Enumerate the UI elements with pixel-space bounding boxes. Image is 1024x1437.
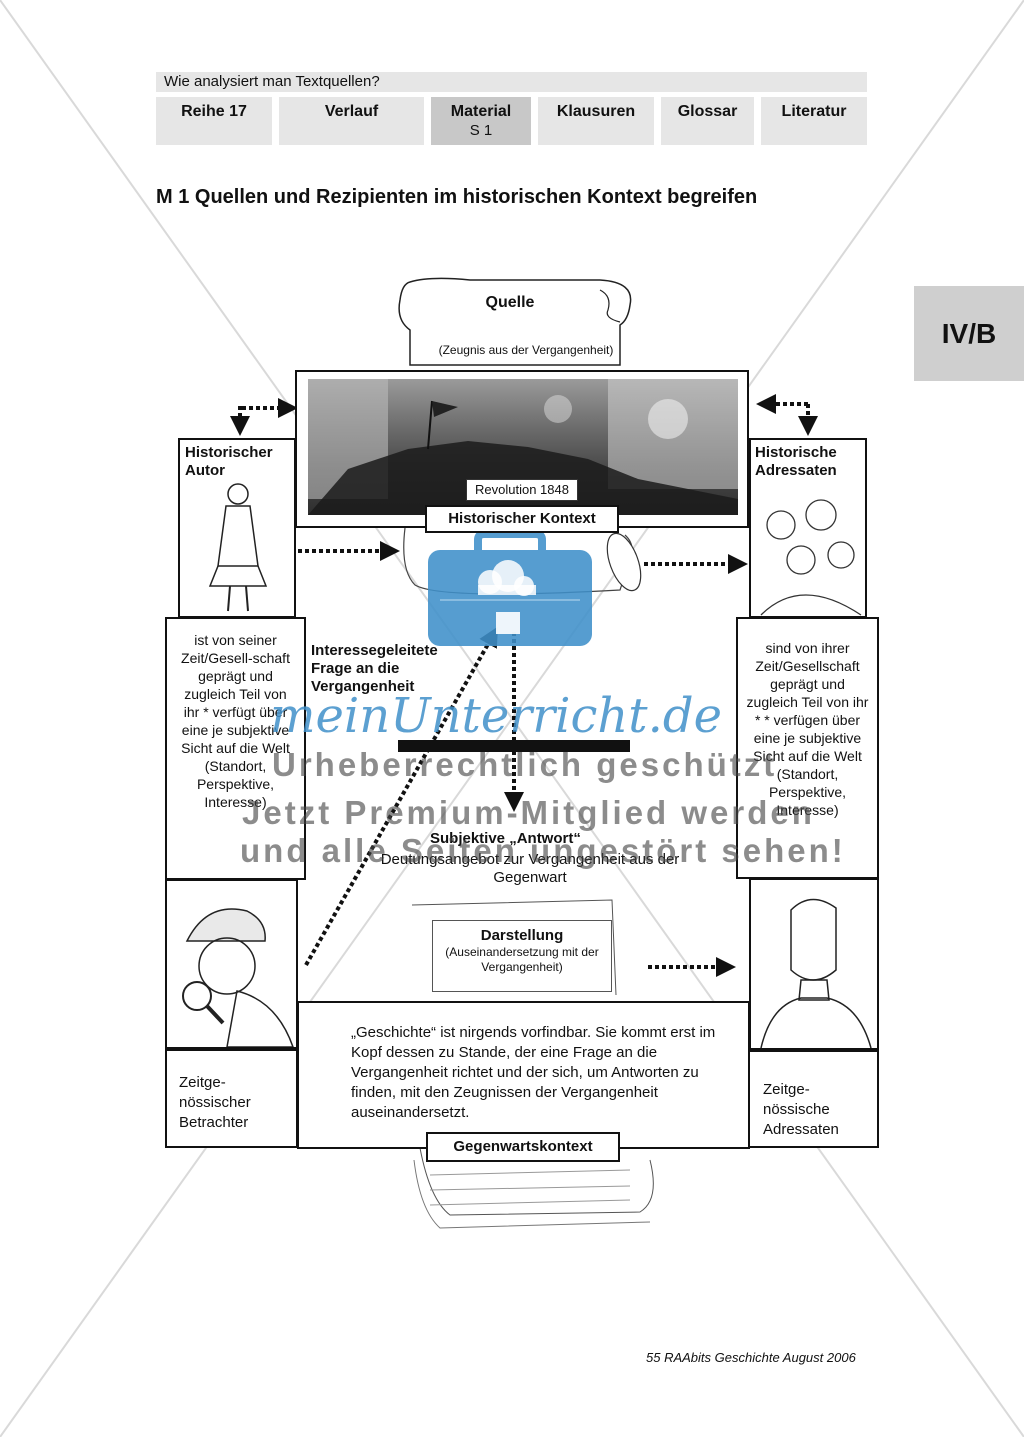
tab-glossar[interactable]: Glossar <box>661 97 754 145</box>
frage-label: Interessegeleitete Frage an die Vergange… <box>311 642 438 695</box>
historische-adressaten-box: Historische Adressaten <box>749 438 867 618</box>
darstellung-box: Darstellung (Auseinandersetzung mit der … <box>432 920 612 992</box>
adressaten-text-box: sind von ihrer Zeit/Gesellschaft geprägt… <box>736 617 879 879</box>
image-caption: Revolution 1848 <box>466 479 578 501</box>
antwort-title: Subjektive „Antwort“ <box>430 830 581 847</box>
betrachter-label: Zeitge-nössischer Betrachter <box>179 1074 251 1131</box>
autor-text: ist von seiner Zeit/Gesell-schaft gepräg… <box>181 632 290 810</box>
antwort-text: Deutungsangebot zur Vergangenheit aus de… <box>380 851 680 886</box>
watermark-brand: meinUnterricht.de <box>270 688 722 744</box>
barricade-scene <box>308 379 738 515</box>
tab-reihe[interactable]: Reihe 17 <box>156 97 272 145</box>
watermark-line1: Urheberrechtlich geschützt <box>272 746 778 783</box>
historischer-autor-box: Historischer Autor <box>178 438 296 618</box>
adressaten-text: sind von ihrer Zeit/Gesellschaft geprägt… <box>746 640 869 818</box>
footer: 55 RAAbits Geschichte August 2006 <box>646 1350 856 1365</box>
quelle-subtitle: (Zeugnis aus der Vergangenheit) <box>438 343 614 357</box>
tab-verlauf[interactable]: Verlauf <box>279 97 424 145</box>
tab-klausuren[interactable]: Klausuren <box>538 97 654 145</box>
autor-text-box: ist von seiner Zeit/Gesell-schaft gepräg… <box>165 617 306 880</box>
darstellung-title: Darstellung <box>480 927 564 944</box>
gegenwartskontext-label: Gegenwartskontext <box>426 1132 620 1162</box>
darstellung-text: (Auseinandersetzung mit der Vergangenhei… <box>445 945 599 974</box>
breadcrumb: Wie analysiert man Textquellen? <box>156 72 867 92</box>
betrachter-box: Zeitge-nössischer Betrachter <box>165 1049 298 1148</box>
watermark-line3: und alle Seiten ungestört sehen! <box>240 832 846 869</box>
gegenwartskontext-box: „Geschichte“ ist nirgends vorfindbar. Si… <box>297 1001 750 1149</box>
page-title: M 1 Quellen und Rezipienten im historisc… <box>156 186 758 208</box>
historische-adressaten-label: Historische Adressaten <box>755 444 837 479</box>
detective-figure <box>182 908 294 1047</box>
author-figure <box>208 483 268 612</box>
historischer-autor-label: Historischer Autor <box>185 444 273 479</box>
addressees-figure <box>760 499 862 616</box>
betrachter-image <box>165 879 298 1049</box>
revolution-1848-image <box>308 379 738 515</box>
tab-literatur[interactable]: Literatur <box>761 97 867 145</box>
modern-man-figure <box>760 898 872 1048</box>
geschichte-text: „Geschichte“ ist nirgends vorfindbar. Si… <box>351 1024 716 1121</box>
quelle-title: Quelle <box>485 294 535 311</box>
watermark-line2: Jetzt Premium-Mitglied werden <box>242 794 815 831</box>
zeit-adressaten-box: Zeitge-nössische Adressaten <box>743 1050 879 1148</box>
zeit-adressaten-image <box>749 878 879 1050</box>
zeit-adressaten-label: Zeitge-nössische Adressaten <box>763 1081 839 1138</box>
side-tab[interactable]: IV/B <box>914 286 1024 381</box>
historischer-kontext-label: Historischer Kontext <box>425 505 619 533</box>
